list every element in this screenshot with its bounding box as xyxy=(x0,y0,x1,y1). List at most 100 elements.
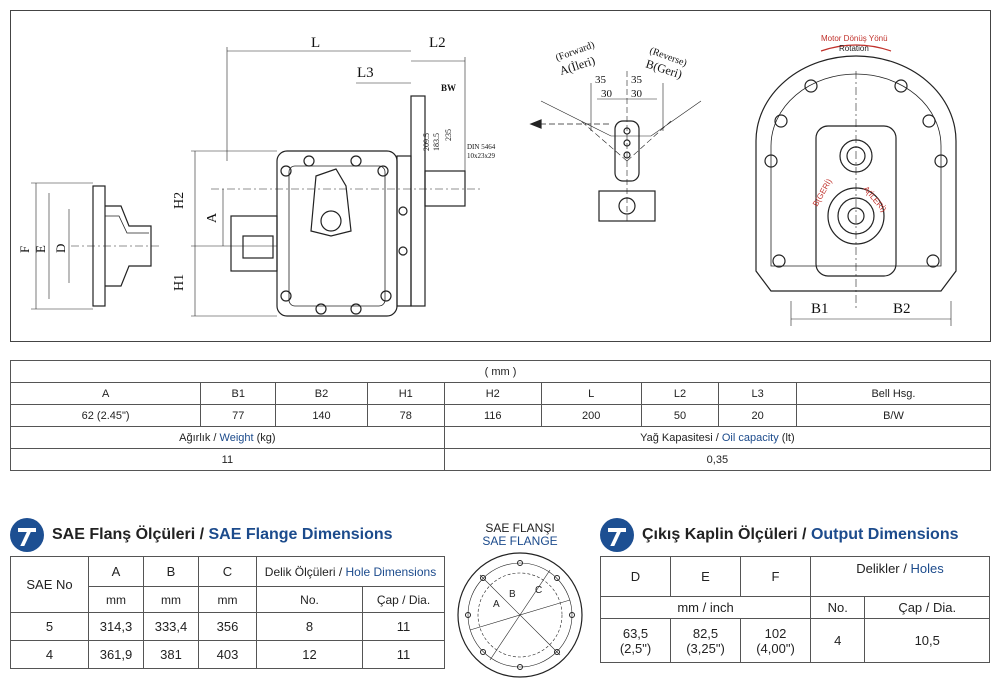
weight-header: Ağırlık / Weight (kg) xyxy=(10,426,445,449)
output-f-header: F xyxy=(740,556,811,597)
oil-value: 0,35 xyxy=(443,448,992,471)
weight-label-en: Weight xyxy=(219,431,254,444)
sae-holes-dia-cell: 11 xyxy=(362,612,445,641)
sae-no-subheader: No. xyxy=(256,586,363,613)
spec-header-row: A B1 B2 H1 H2 L L2 L3 Bell Hsg. xyxy=(9,382,992,405)
output-d-inch: (2,5") xyxy=(619,640,652,656)
output-e-cell: 82,5(3,25") xyxy=(670,618,741,663)
dim-H1-label: H1 xyxy=(172,274,187,291)
output-e-header: E xyxy=(670,556,741,597)
a-ileri-label: A(İLERİ) xyxy=(861,185,888,215)
sae-no-cell: 5 xyxy=(10,612,89,641)
oil-label-en: Oil capacity xyxy=(721,431,779,444)
sae-a-cell: 361,9 xyxy=(88,640,144,669)
sae-holes-dia-cell: 11 xyxy=(362,640,445,669)
spec-header-cell: H1 xyxy=(366,382,445,405)
din-label: DIN 5464 xyxy=(467,143,496,151)
output-e-inch: (3,25") xyxy=(686,640,725,656)
spec-value-cell: 78 xyxy=(366,404,445,427)
output-title-tr: Çıkış Kaplin Ölçüleri / xyxy=(642,526,811,543)
spec-header-cell: B2 xyxy=(275,382,368,405)
spec-value-cell: 200 xyxy=(540,404,642,427)
sae-flange-title-tr: SAE FLANŞI xyxy=(485,521,555,535)
brand-logo-icon xyxy=(600,518,634,552)
gearbox-front-view xyxy=(755,44,957,326)
output-d-mm: 63,5 xyxy=(622,625,649,641)
sae-b-cell: 381 xyxy=(143,640,199,669)
output-holes-header: Delikler / Holes xyxy=(810,556,990,597)
output-f-inch: (4,00") xyxy=(756,640,795,656)
angle-30-left: 30 xyxy=(601,88,613,100)
sae-c-header: C xyxy=(198,556,257,587)
dim-B1-label: B1 xyxy=(811,301,829,317)
sae-section-header: SAE Flanş Ölçüleri / SAE Flange Dimensio… xyxy=(10,518,393,552)
sae-b-cell: 333,4 xyxy=(143,612,199,641)
spec-header-cell: A xyxy=(9,382,202,405)
sae-holes-no-cell: 8 xyxy=(256,612,363,641)
gearbox-side-view xyxy=(191,47,481,317)
angle-30-right: 30 xyxy=(631,88,643,100)
spec-header-cell: L xyxy=(540,382,642,405)
angle-35-right: 35 xyxy=(631,74,643,86)
sae-title-tr: SAE Flanş Ölçüleri / xyxy=(52,526,209,543)
sae-title-en: SAE Flange Dimensions xyxy=(208,526,393,543)
sae-holes-tr: Delik Ölçüleri / xyxy=(264,564,346,579)
spec-value-cell: 20 xyxy=(718,404,797,427)
spec-header-cell: B1 xyxy=(200,382,277,405)
output-f-mm: 102 xyxy=(764,625,787,641)
sae-flange-diagram: A B C xyxy=(457,552,583,678)
unit-cell: ( mm ) xyxy=(10,360,991,383)
sae-c-unit: mm xyxy=(198,586,257,613)
output-e-mm: 82,5 xyxy=(692,625,719,641)
sae-flange-table: SAE No A B C Delik Ölçüleri / Hole Dimen… xyxy=(10,556,445,669)
output-f-cell: 102(4,00") xyxy=(740,618,811,663)
spec-header-cell: Bell Hsg. xyxy=(795,382,992,405)
sae-diagram-a: A xyxy=(493,599,500,610)
sae-a-cell: 314,3 xyxy=(88,612,144,641)
spec-header-cell: L3 xyxy=(718,382,797,405)
dim-H2-label: H2 xyxy=(172,192,187,209)
weight-value: 11 xyxy=(10,448,445,471)
weight-unit: (kg) xyxy=(253,431,276,444)
sae-b-unit: mm xyxy=(143,586,199,613)
dim-L3-label: L3 xyxy=(357,65,374,81)
spec-value-cell: 77 xyxy=(200,404,277,427)
table-row: 5 314,3 333,4 356 8 11 xyxy=(10,612,445,641)
dim-1835-label: 183.5 xyxy=(432,133,441,151)
gearbox-drawing: L L2 L3 BW 209.5 183.5 235 DIN 5464 10x2… xyxy=(17,34,957,326)
output-d-header: D xyxy=(600,556,671,597)
output-d-cell: 63,5(2,5") xyxy=(600,618,671,663)
oil-header: Yağ Kapasitesi / Oil capacity (lt) xyxy=(443,426,992,449)
spec-value-cell: 140 xyxy=(275,404,368,427)
oil-label-tr: Yağ Kapasitesi / xyxy=(640,431,722,444)
table-row: 4 361,9 381 403 12 11 xyxy=(10,640,445,669)
sae-holes-en: Hole Dimensions xyxy=(345,564,437,579)
spec-value-cell: B/W xyxy=(795,404,992,427)
sae-flange-title-en: SAE FLANGE xyxy=(482,534,558,548)
din-spec-label: 10x23x29 xyxy=(467,152,496,160)
output-holes-no-cell: 4 xyxy=(809,618,866,663)
sae-a-header: A xyxy=(88,556,144,587)
technical-drawing: L L2 L3 BW 209.5 183.5 235 DIN 5464 10x2… xyxy=(10,10,991,342)
output-title-en: Output Dimensions xyxy=(810,526,959,543)
output-flange-side-view xyxy=(31,182,161,310)
capacity-value-row: 11 0,35 xyxy=(10,448,992,471)
sae-diagram-c: C xyxy=(535,585,542,596)
oil-unit: (lt) xyxy=(778,431,795,444)
output-holes-tr: Delikler / xyxy=(856,561,911,576)
specs-table: ( mm ) A B1 B2 H1 H2 L L2 L3 Bell Hsg. 6… xyxy=(9,360,992,471)
sae-no-cell: 4 xyxy=(10,640,89,669)
output-no-subheader: No. xyxy=(809,596,866,619)
sae-a-unit: mm xyxy=(88,586,144,613)
dim-A-label: A xyxy=(205,212,220,223)
dim-L2-label: L2 xyxy=(429,35,446,51)
dim-D-label: D xyxy=(53,244,68,253)
output-holes-dia-cell: 10,5 xyxy=(864,618,990,663)
shift-lever-view xyxy=(529,71,702,222)
sae-c-cell: 356 xyxy=(198,612,257,641)
capacity-header-row: Ağırlık / Weight (kg) Yağ Kapasitesi / O… xyxy=(10,426,992,449)
spec-value-cell: 62 (2.45") xyxy=(9,404,202,427)
brand-logo-icon xyxy=(10,518,44,552)
output-section-header: Çıkış Kaplin Ölçüleri / Output Dimension… xyxy=(600,518,959,552)
spec-header-cell: L2 xyxy=(640,382,720,405)
